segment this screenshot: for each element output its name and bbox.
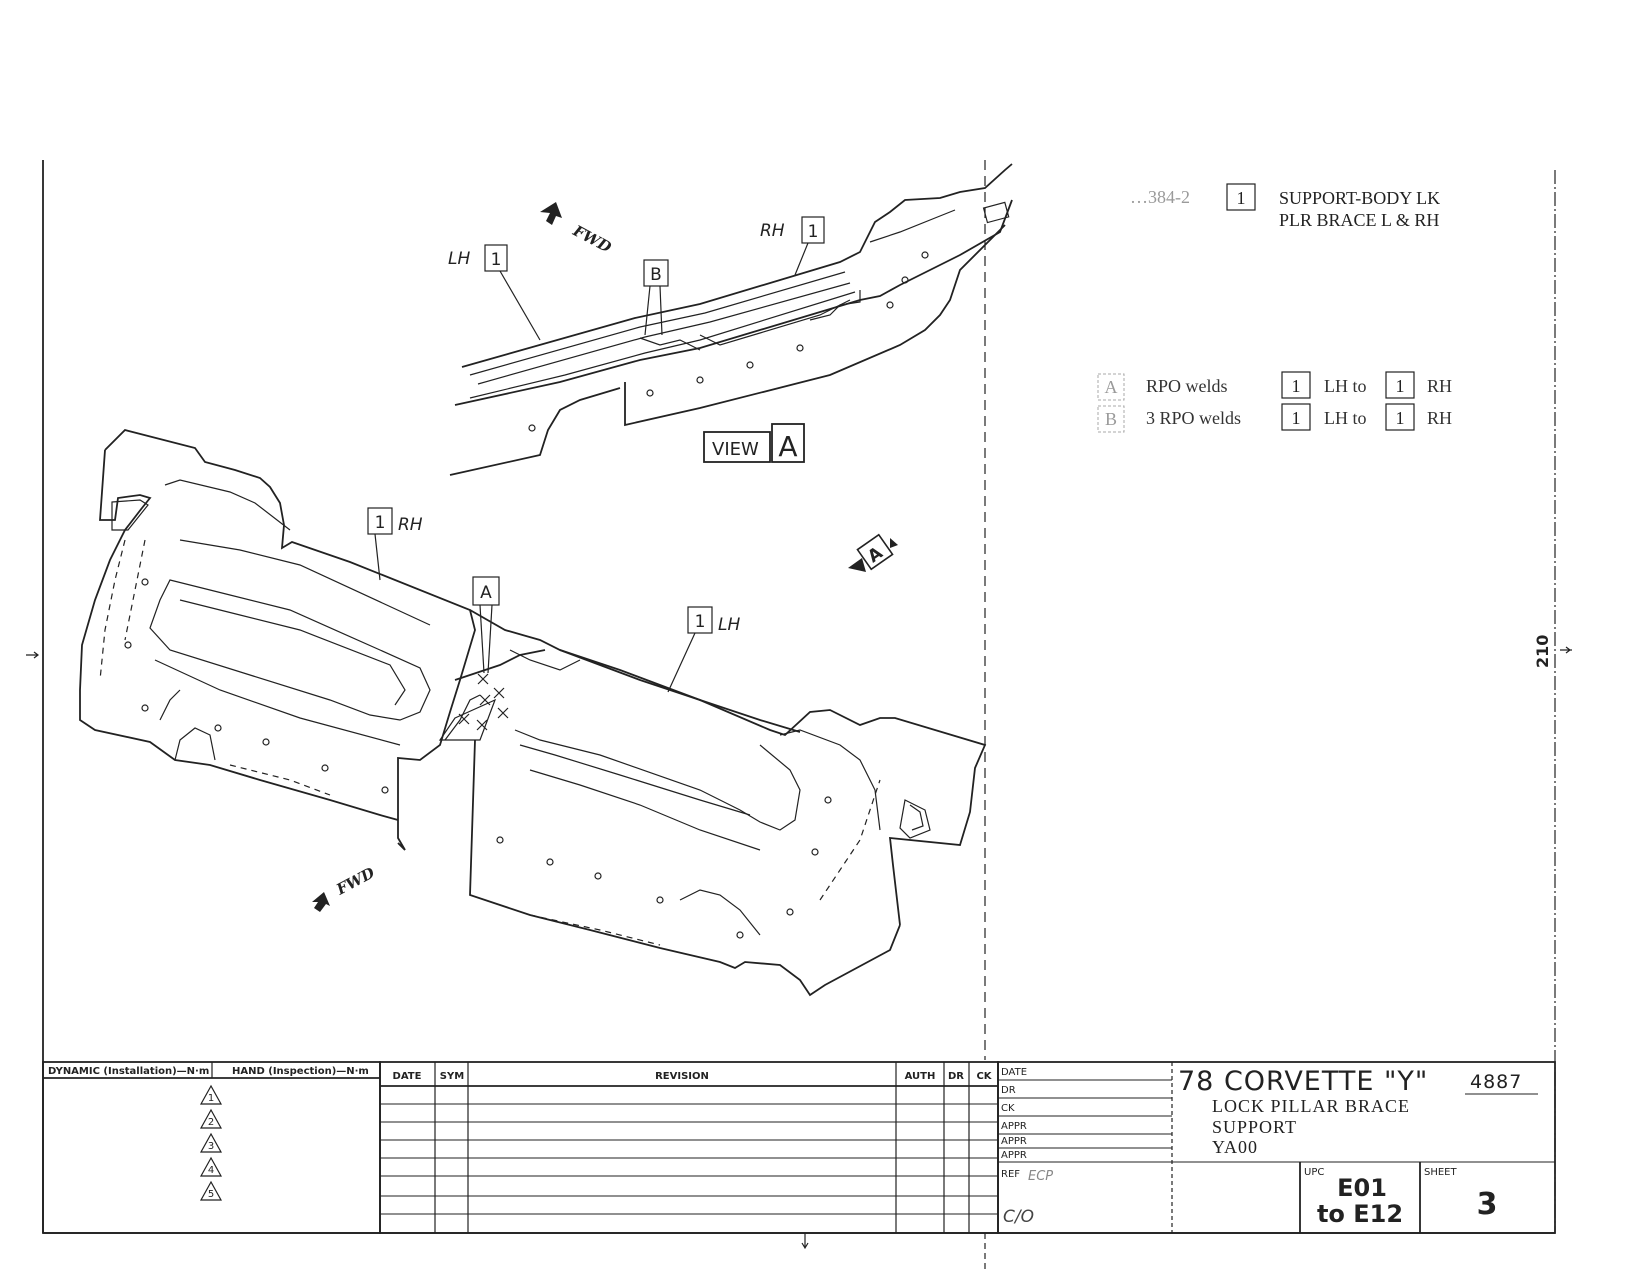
title-label-appr-3: APPR: [1001, 1150, 1027, 1161]
main-lh-callout: LH: [718, 615, 740, 635]
side-number: 210: [1533, 635, 1552, 668]
upc-label: UPC: [1304, 1167, 1324, 1178]
revision-header-auth: AUTH: [905, 1071, 936, 1082]
upc-value-to: to E12: [1317, 1200, 1403, 1228]
svg-text:LH to: LH to: [1324, 376, 1367, 396]
parts-list: …384-2 1 SUPPORT-BODY LK PLR BRACE L & R…: [1130, 183, 1440, 230]
torque-row: 5: [199, 1180, 223, 1201]
upc-value-from: E01: [1337, 1174, 1387, 1202]
title-label-dr: DR: [1001, 1085, 1016, 1096]
revision-header-sym: SYM: [440, 1071, 464, 1082]
view-a-rh-part-number: 1: [808, 222, 819, 242]
right-brace-outline: [469, 649, 987, 997]
torque-rows: 1 2 3 4 5: [199, 1084, 223, 1201]
part-number: 1: [1237, 188, 1246, 208]
title-block: DATE DR CK APPR APPR APPR REF ECP C/O 78…: [997, 1061, 1556, 1234]
svg-text:A: A: [1105, 377, 1118, 397]
sheet-label: SHEET: [1424, 1167, 1458, 1178]
weld-note-a-text: RPO welds: [1146, 376, 1228, 396]
description-line2: SUPPORT: [1212, 1117, 1297, 1137]
weld-note-b-text: 3 RPO welds: [1146, 408, 1241, 428]
left-brace-outline: [79, 429, 476, 851]
main-lh-part-number: 1: [695, 612, 706, 632]
view-a-label-box: [703, 431, 771, 463]
svg-text:LH to: LH to: [1324, 408, 1367, 428]
svg-text:5: 5: [208, 1189, 214, 1200]
drawing-title: 78 CORVETTE "Y": [1178, 1066, 1428, 1097]
view-a-rh-part-box: [801, 216, 825, 244]
revision-header-date: DATE: [393, 1071, 422, 1082]
fwd-arrow-bottom-icon: FWD: [312, 864, 378, 912]
svg-text:…384-2: …384-2: [1130, 187, 1190, 207]
torque-row: 1: [199, 1084, 223, 1105]
svg-text:4: 4: [208, 1165, 214, 1176]
view-a-lh-part-number: 1: [491, 250, 502, 270]
main-rh-callout: RH: [398, 515, 423, 535]
weld-b-callout-box: [643, 259, 669, 287]
main-lh-part-box: [687, 606, 713, 634]
revision-header-dr: DR: [948, 1071, 964, 1082]
title-co-value: C/O: [1003, 1207, 1034, 1227]
fwd-arrow-icon: FWD: [540, 202, 614, 257]
revision-header-revision: REVISION: [655, 1071, 709, 1082]
torque-hand-header: HAND (Inspection)—N·m: [232, 1066, 369, 1077]
drawing-number: 4887: [1470, 1071, 1522, 1093]
svg-text:B: B: [1105, 409, 1117, 429]
svg-text:RH: RH: [1427, 376, 1452, 396]
sheet-value: 3: [1477, 1187, 1498, 1222]
weld-notes: A RPO welds 1 LH to 1 RH B 3 RPO welds 1…: [1097, 371, 1452, 433]
svg-text:2: 2: [208, 1117, 214, 1128]
view-a-letter: A: [778, 430, 797, 463]
view-a-arrow-icon: A: [848, 533, 898, 572]
view-a-label: VIEW: [712, 439, 759, 460]
torque-row: 4: [199, 1156, 223, 1177]
title-ref-value: ECP: [1028, 1169, 1053, 1184]
weld-note-b: B 3 RPO welds 1 LH to 1 RH: [1097, 403, 1452, 433]
main-rh-part-box: [367, 507, 393, 535]
view-a-rail-outline: [449, 163, 1013, 476]
torque-row: 2: [199, 1108, 223, 1129]
view-a-lh-callout: LH: [448, 249, 470, 269]
torque-table: DYNAMIC (Installation)—N·m HAND (Inspect…: [42, 1061, 381, 1234]
torque-row: 3: [199, 1132, 223, 1153]
weld-b-callout-letter: B: [650, 265, 662, 285]
svg-text:1: 1: [208, 1093, 214, 1104]
svg-text:1: 1: [1396, 408, 1405, 428]
title-label-ck: CK: [1001, 1103, 1015, 1114]
view-a-letter-box: [771, 423, 805, 463]
svg-text:1: 1: [1396, 376, 1405, 396]
part-number-box: [1226, 183, 1256, 211]
revision-header-ck: CK: [976, 1071, 992, 1082]
title-label-appr-2: APPR: [1001, 1136, 1027, 1147]
svg-text:RH: RH: [1427, 408, 1452, 428]
description-line1: LOCK PILLAR BRACE: [1212, 1096, 1410, 1116]
svg-text:1: 1: [1292, 376, 1301, 396]
view-a-rh-callout: RH: [760, 221, 785, 241]
part-desc-line2: PLR BRACE L & RH: [1279, 210, 1439, 230]
view-a-lh-part-box: [484, 244, 508, 272]
part-desc-line1: SUPPORT-BODY LK: [1279, 188, 1440, 208]
torque-dynamic-header: DYNAMIC (Installation)—N·m: [48, 1066, 209, 1077]
svg-text:3: 3: [208, 1141, 214, 1152]
description-line3: YA00: [1212, 1137, 1258, 1157]
fwd-label: FWD: [569, 221, 614, 256]
weld-x-marks: [438, 673, 509, 741]
revision-table: DATE SYM REVISION AUTH DR CK: [379, 1061, 999, 1234]
view-a-detail: FWD LH 1 RH 1 B: [448, 163, 1013, 476]
weld-a-callout-letter: A: [480, 583, 492, 603]
main-rh-part-number: 1: [375, 513, 386, 533]
weld-note-a: A RPO welds 1 LH to 1 RH: [1097, 371, 1452, 401]
title-label-date: DATE: [1001, 1067, 1027, 1078]
svg-text:1: 1: [1292, 408, 1301, 428]
title-label-ref: REF: [1001, 1169, 1020, 1180]
weld-a-callout-box: [472, 576, 500, 606]
fwd-label-bottom: FWD: [333, 864, 378, 899]
title-label-appr-1: APPR: [1001, 1121, 1027, 1132]
main-assembly-view: 1 RH 1 LH A A FWD: [79, 429, 987, 997]
